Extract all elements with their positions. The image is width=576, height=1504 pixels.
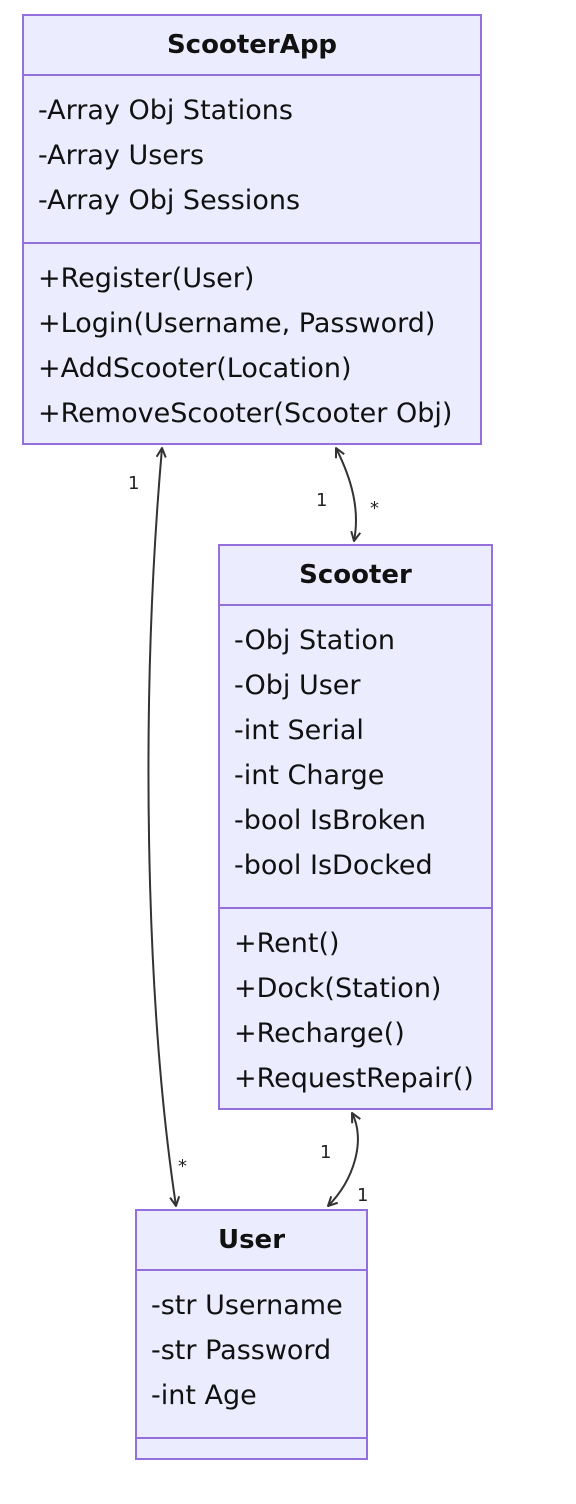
- attribute: -bool IsBroken: [234, 805, 426, 836]
- attribute: -Obj User: [234, 670, 361, 701]
- mult-scooterapp-user-from: 1: [128, 473, 139, 494]
- attribute: -int Charge: [234, 760, 385, 791]
- method: +Login(Username, Password): [38, 308, 436, 339]
- method: +AddScooter(Location): [38, 353, 352, 384]
- edge-scooter-user: [328, 1113, 358, 1206]
- class-name: User: [137, 1211, 366, 1271]
- attribute: -Array Obj Stations: [38, 95, 293, 126]
- attribute: -str Username: [151, 1290, 343, 1321]
- edge-scooterapp-user: [147, 448, 176, 1206]
- attribute: -bool IsDocked: [234, 850, 433, 881]
- method: +Dock(Station): [234, 973, 442, 1004]
- mult-scooterapp-scooter-to: *: [370, 498, 379, 519]
- methods-section: [137, 1439, 366, 1451]
- class-name: Scooter: [220, 546, 491, 606]
- attributes-section: -str Username -str Password -int Age: [137, 1271, 366, 1439]
- mult-scooterapp-scooter-from: 1: [316, 490, 327, 511]
- methods-section: +Register(User) +Login(Username, Passwor…: [24, 244, 480, 436]
- attributes-section: -Array Obj Stations -Array Users -Array …: [24, 76, 480, 244]
- attribute: -int Serial: [234, 715, 364, 746]
- method: +Rent(): [234, 928, 340, 959]
- attribute: -int Age: [151, 1380, 257, 1411]
- mult-scooter-user-to: 1: [357, 1185, 368, 1206]
- edge-scooterapp-scooter: [336, 448, 356, 541]
- attribute: -Array Obj Sessions: [38, 185, 301, 216]
- method: +Register(User): [38, 263, 255, 294]
- method: +Recharge(): [234, 1018, 405, 1049]
- attributes-section: -Obj Station -Obj User -int Serial -int …: [220, 606, 491, 909]
- class-scooter[interactable]: Scooter -Obj Station -Obj User -int Seri…: [218, 544, 493, 1110]
- method: +RequestRepair(): [234, 1063, 474, 1094]
- attribute: -str Password: [151, 1335, 332, 1366]
- attribute: -Obj Station: [234, 625, 395, 656]
- method: +RemoveScooter(Scooter Obj): [38, 398, 453, 429]
- methods-section: +Rent() +Dock(Station) +Recharge() +Requ…: [220, 909, 491, 1101]
- class-scooterapp[interactable]: ScooterApp -Array Obj Stations -Array Us…: [22, 14, 482, 445]
- attribute: -Array Users: [38, 140, 205, 171]
- mult-scooter-user-from: 1: [320, 1142, 331, 1163]
- mult-scooterapp-user-to: *: [178, 1156, 187, 1177]
- class-name: ScooterApp: [24, 16, 480, 76]
- class-user[interactable]: User -str Username -str Password -int Ag…: [135, 1209, 368, 1460]
